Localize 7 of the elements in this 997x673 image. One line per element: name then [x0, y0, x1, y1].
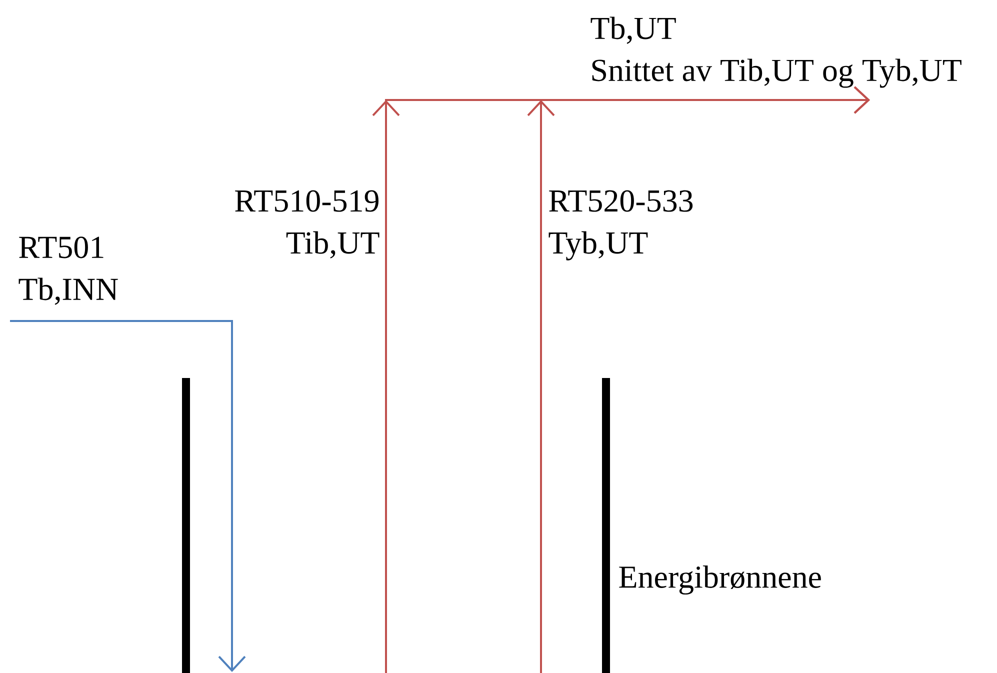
text-label: Tb,UT Snittet av Tib,UT og Tyb,UT	[590, 16, 962, 88]
edge-label: RT510-519 Tib,UT	[235, 190, 380, 258]
arrow	[527, 86, 870, 673]
arrow	[10, 320, 246, 672]
text-label: Energibrønnene	[619, 565, 821, 595]
edge-label: RT520-533 Tyb,UT	[548, 190, 693, 260]
text-label: RT501 Tb,INN	[18, 236, 118, 305]
